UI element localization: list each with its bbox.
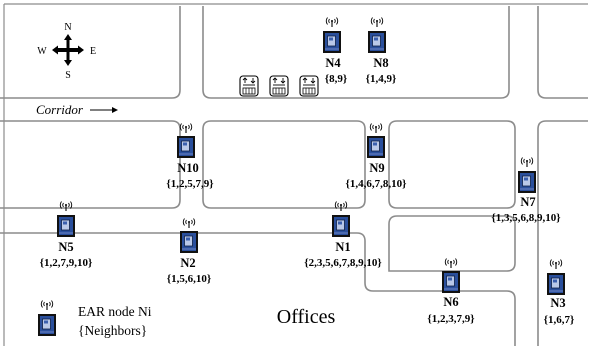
antenna-icon xyxy=(182,217,196,229)
node-neighbors: {2,3,5,6,7,8,9,10} xyxy=(304,257,381,269)
node-label: N9 xyxy=(369,161,384,175)
node-neighbors: {1,2,3,7,9} xyxy=(427,313,474,325)
ear-node-icon xyxy=(176,135,196,159)
compass-east: E xyxy=(90,46,96,57)
elevators xyxy=(239,75,319,97)
node-label: N8 xyxy=(373,56,388,70)
ear-node-icon xyxy=(441,270,461,294)
compass-north: N xyxy=(64,22,71,33)
legend: EAR node Ni {Neighbors} xyxy=(37,299,152,338)
node-label: N3 xyxy=(550,296,565,310)
elevator-icon xyxy=(269,75,289,97)
node-label: N6 xyxy=(443,295,458,309)
walls xyxy=(0,6,588,346)
node-N10: N10 {1,2,5,7,9} xyxy=(166,122,214,190)
ear-node-icon xyxy=(179,230,199,254)
node-neighbors: {1,3,5,6,8,9,10} xyxy=(491,212,560,224)
node-label: N1 xyxy=(335,240,350,254)
ear-node-icon xyxy=(331,214,351,238)
node-N7: N7 {1,3,5,6,8,9,10} xyxy=(491,156,561,224)
ear-node-icon xyxy=(366,135,386,159)
node-label: N10 xyxy=(177,161,199,175)
node-neighbors: {1,6,7} xyxy=(544,314,575,326)
node-neighbors: {1,4,6,7,8,10} xyxy=(346,178,407,190)
antenna-icon xyxy=(325,16,339,28)
node-label: N5 xyxy=(58,240,73,254)
node-label: N2 xyxy=(180,256,195,270)
node-N3: N3 {1,6,7} xyxy=(544,258,575,326)
antenna-icon xyxy=(444,257,458,269)
frame xyxy=(3,3,588,346)
corridor: Corridor xyxy=(36,102,118,117)
node-neighbors: {1,5,6,10} xyxy=(167,273,211,285)
legend-neighbors-label: {Neighbors} xyxy=(78,323,147,338)
ear-node-icon xyxy=(517,170,537,194)
compass-icon xyxy=(52,34,84,66)
antenna-icon xyxy=(59,200,73,212)
ear-node-icon xyxy=(322,30,342,54)
node-N4: N4 {8,9} xyxy=(322,16,347,85)
antenna-icon xyxy=(549,258,563,270)
node-N1: N1 {2,3,5,6,7,8,9,10} xyxy=(304,200,382,269)
corridor-label: Corridor xyxy=(36,102,84,117)
antenna-icon xyxy=(40,299,54,311)
ear-node-icon xyxy=(56,214,76,238)
offices-label: Offices xyxy=(277,306,336,328)
node-neighbors: {1,2,5,7,9} xyxy=(166,178,213,190)
node-N5: N5 {1,2,7,9,10} xyxy=(40,200,93,269)
node-N2: N2 {1,5,6,10} xyxy=(167,217,211,285)
elevator-icon xyxy=(239,75,259,97)
node-N6: N6 {1,2,3,7,9} xyxy=(427,257,475,325)
node-neighbors: {8,9} xyxy=(325,73,347,85)
ear-node-icon xyxy=(37,313,57,337)
ear-node-icon xyxy=(367,30,387,54)
ear-node-icon xyxy=(546,272,566,296)
compass-west: W xyxy=(37,46,47,57)
antenna-icon xyxy=(520,156,534,168)
elevator-icon xyxy=(299,75,319,97)
antenna-icon xyxy=(179,122,193,134)
antenna-icon xyxy=(334,200,348,212)
node-neighbors: {1,4,9} xyxy=(366,73,397,85)
compass-south: S xyxy=(65,70,71,81)
antenna-icon xyxy=(369,122,383,134)
node-N8: N8 {1,4,9} xyxy=(366,16,397,85)
node-label: N4 xyxy=(325,56,341,70)
node-neighbors: {1,2,7,9,10} xyxy=(40,257,93,269)
legend-node-label: EAR node Ni xyxy=(78,304,152,319)
arrow-right-icon xyxy=(90,107,118,113)
compass: N S W E xyxy=(37,22,96,81)
antenna-icon xyxy=(370,16,384,28)
node-N9: N9 {1,4,6,7,8,10} xyxy=(346,122,407,190)
node-label: N7 xyxy=(520,195,535,209)
